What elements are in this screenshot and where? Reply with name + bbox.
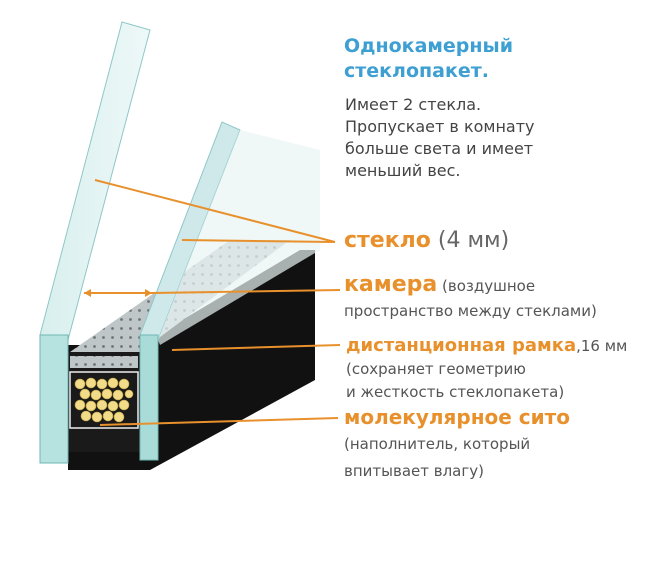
label-chamber: камера (воздушное пространство между сте… [344,272,597,323]
description-line: Имеет 2 стекла. [345,95,482,114]
label-sieve: молекулярное сито (наполнитель, который … [344,405,570,483]
sieve-granules [74,377,134,423]
description-line: меньший вес. [345,161,461,180]
description-line: Пропускает в комнату [345,117,535,136]
label-glass-note: (4 мм) [430,228,510,253]
label-spacer-note: ,16 мм [576,337,628,355]
label-sieve-note2: впитывает влагу) [344,462,484,480]
description-line: больше света и имеет [345,139,534,158]
label-spacer-note2: (сохраняет геометрию [346,360,526,378]
label-spacer-note3: и жесткость стеклопакета) [346,383,565,401]
title-line: стеклопакет. [344,60,489,82]
title-line: Однокамерный [344,35,514,57]
label-spacer-name: дистанционная рамка [346,335,577,356]
label-glass: стекло (4 мм) [344,228,509,253]
label-glass-name: стекло [344,228,431,253]
label-chamber-note2: пространство между стеклами) [344,302,597,320]
label-spacer: дистанционная рамка,16 мм (сохраняет гео… [346,335,627,404]
label-chamber-name: камера [344,272,438,297]
label-sieve-name: молекулярное сито [344,405,571,429]
label-chamber-note: (воздушное [437,277,536,295]
description: Имеет 2 стекла. Пропускает в комнату бол… [345,94,535,182]
title: Однокамерный стеклопакет. [344,34,513,84]
label-sieve-note: (наполнитель, который [344,435,531,453]
